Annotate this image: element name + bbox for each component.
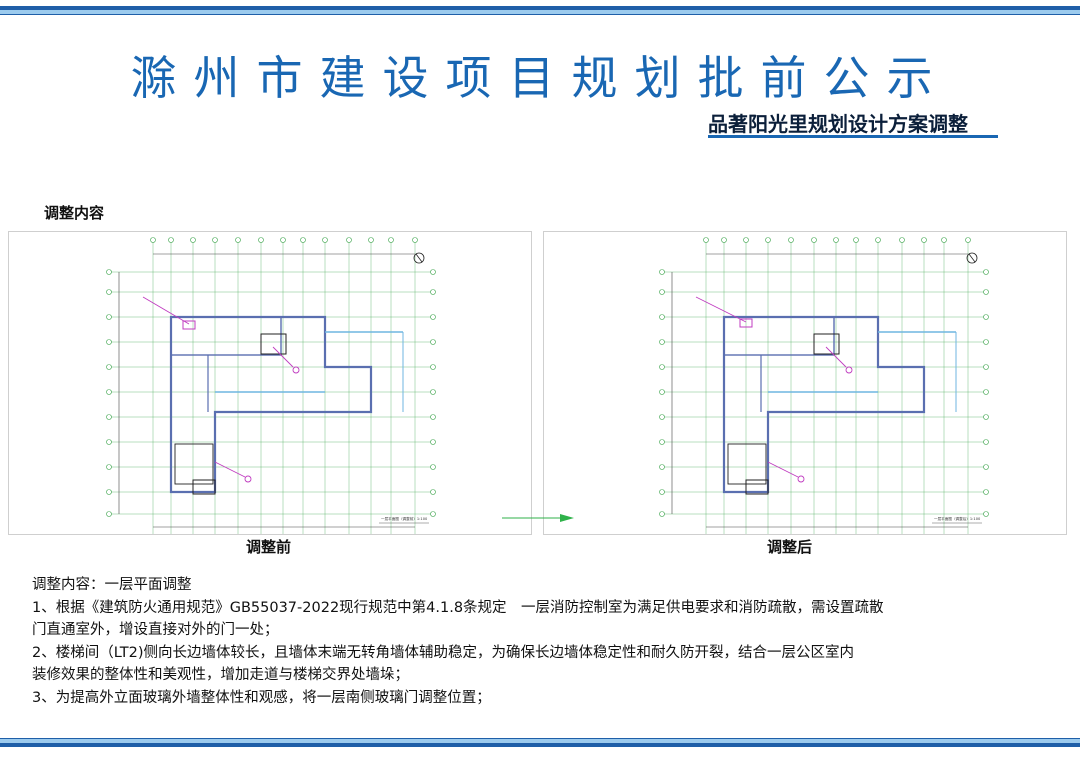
description-line: 3、为提高外立面玻璃外墙整体性和观感，将一层南侧玻璃门调整位置； bbox=[32, 689, 491, 706]
floor-plan-before: 一层平面图（调整前）1:100 bbox=[8, 231, 532, 535]
floor-plan-after-drawing: 一层平面图（调整后）1:100 bbox=[659, 237, 989, 534]
adjustment-description: 调整内容：一层平面调整 1、根据《建筑防火通用规范》GB55037-2022现行… bbox=[32, 574, 1042, 709]
page-title: 滁州市建设项目规划批前公示 bbox=[130, 51, 950, 105]
floor-plan-after: 一层平面图（调整后）1:100 bbox=[543, 231, 1067, 535]
section-label: 调整内容 bbox=[44, 204, 105, 222]
plan-title: 一层平面图（调整后）1:100 bbox=[934, 516, 981, 521]
bottom-decorative-band bbox=[0, 738, 1080, 747]
subtitle-underline bbox=[708, 135, 998, 138]
plan-title: 一层平面图（调整前）1:100 bbox=[381, 516, 428, 521]
caption-after: 调整后 bbox=[767, 538, 813, 556]
project-subtitle: 品著阳光里规划设计方案调整 bbox=[708, 112, 968, 136]
description-line: 装修效果的整体性和美观性，增加走道与楼梯交界处墙垛； bbox=[32, 667, 409, 683]
description-line: 门直通室外，增设直接对外的门一处； bbox=[32, 622, 279, 638]
arrow-icon bbox=[502, 514, 574, 522]
description-line: 2、楼梯间（LT2)侧向长边墙体较长，且墙体末端无转角墙体辅助稳定，为确保长边墙… bbox=[32, 644, 855, 661]
description-line: 1、根据《建筑防火通用规范》GB55037-2022现行规范中第4.1.8条规定… bbox=[32, 599, 884, 616]
description-heading: 调整内容：一层平面调整 bbox=[32, 577, 192, 593]
caption-before: 调整前 bbox=[246, 538, 292, 556]
floor-plan-before-drawing: 一层平面图（调整前）1:100 bbox=[106, 237, 436, 534]
top-decorative-band bbox=[0, 6, 1080, 15]
